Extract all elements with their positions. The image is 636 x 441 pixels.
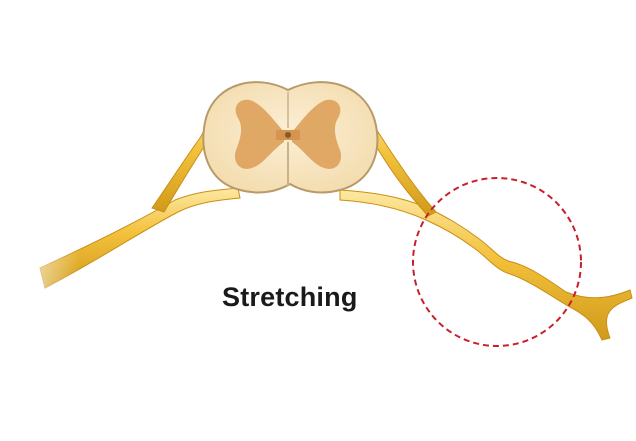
caption-stretching: Stretching [222,282,358,312]
spinal-cord-cross-section [202,81,379,194]
stretch-region-highlight [412,177,582,347]
right-nerve [339,103,633,341]
